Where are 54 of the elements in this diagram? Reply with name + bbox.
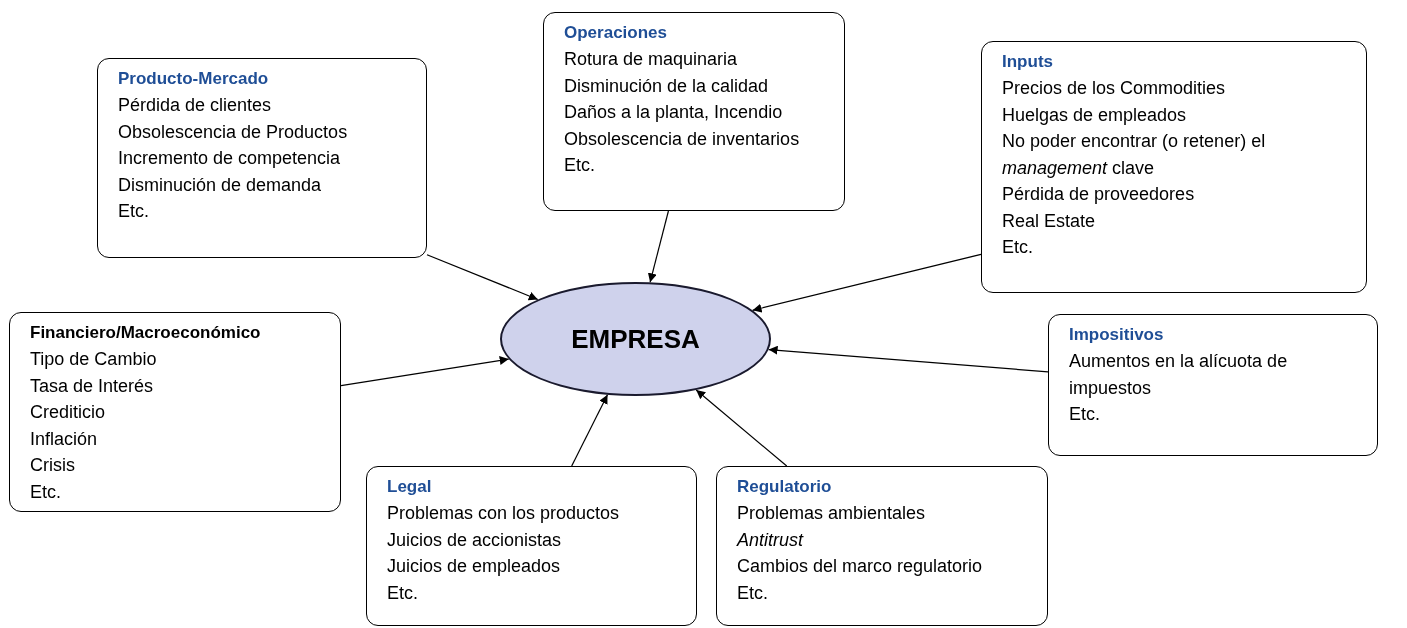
risk-item: Etc. (30, 480, 62, 504)
risk-item: Rotura de maquinaria (564, 48, 739, 71)
risk-item: Etc. (387, 581, 419, 605)
risk-box (716, 466, 1048, 626)
box-heading: Inputs (1002, 51, 1054, 73)
arrow (768, 345, 1049, 373)
box-heading: Regulatorio (737, 476, 833, 498)
risk-box (981, 41, 1367, 293)
risk-item: Pérdida de clientes (118, 94, 273, 117)
box-heading: Impositivos (1069, 324, 1165, 346)
risk-item: Juicios de empleados (387, 555, 562, 578)
risk-item: Huelgas de empleados (1002, 103, 1188, 127)
risk-item: Obsolescencia de Productos (118, 120, 349, 144)
risk-box (1048, 314, 1378, 456)
risk-item: Problemas con los productos (387, 502, 621, 525)
box-heading: Operaciones (564, 22, 668, 44)
risk-item: Daños a la planta, Incendio (564, 101, 784, 124)
risk-item: Crisis (30, 454, 76, 477)
risk-item: Aumentos en la alícuota de impuestos (1069, 350, 1289, 400)
risk-item: Tipo de Cambio (30, 348, 158, 371)
arrow (647, 210, 669, 283)
risk-item: Precios de los Commodities (1002, 77, 1227, 100)
risk-item: Etc. (1002, 236, 1034, 259)
arrow (340, 356, 510, 387)
arrow (426, 254, 539, 301)
risk-item: Antitrust (737, 528, 805, 552)
risk-item: Crediticio (30, 401, 107, 424)
risk-item: Pérdida de proveedores (1002, 183, 1196, 206)
risk-item: Problemas ambientales (737, 502, 927, 525)
risk-item: Tasa de Interés (30, 374, 155, 398)
risk-item: Etc. (564, 154, 596, 177)
risk-box (9, 312, 341, 512)
arrow (751, 253, 982, 313)
risk-box (366, 466, 697, 626)
risk-item: Cambios del marco regulatorio (737, 555, 984, 578)
box-heading: Producto-Mercado (118, 68, 270, 90)
center-label: EMPRESA (571, 322, 700, 356)
risk-item: Obsolescencia de inventarios (564, 127, 801, 151)
risk-item: Etc. (1069, 403, 1101, 426)
risk-box (543, 12, 845, 211)
box-heading: Legal (387, 476, 433, 498)
arrow (695, 389, 788, 467)
risk-item: Disminución de la calidad (564, 74, 770, 98)
risk-item: Etc. (737, 581, 769, 605)
risk-item: Real Estate (1002, 209, 1097, 233)
risk-item: No poder encontrar (o retener) el management clave (1002, 130, 1267, 180)
risk-item: Disminución de demanda (118, 173, 323, 197)
risk-box (97, 58, 427, 258)
risk-item: Juicios de accionistas (387, 528, 563, 552)
risk-item: Inflación (30, 427, 99, 451)
risk-item: Etc. (118, 200, 150, 223)
risk-item: Incremento de competencia (118, 147, 342, 170)
box-heading: Financiero/Macroeconómico (30, 322, 262, 344)
arrow (571, 394, 609, 467)
